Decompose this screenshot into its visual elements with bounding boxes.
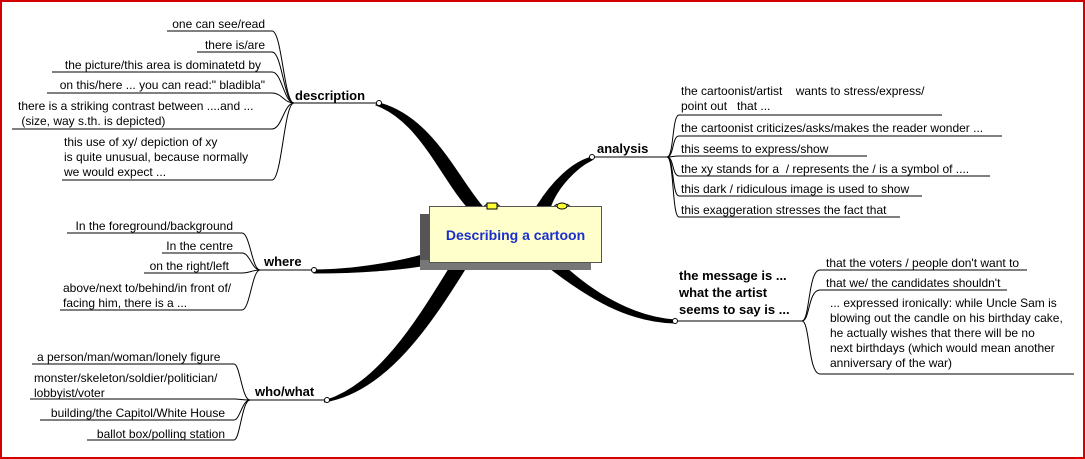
analysis-item[interactable]: this exaggeration stresses the fact that — [681, 203, 887, 217]
description-item[interactable]: on this/here ... you can read:" bladibla… — [59, 78, 265, 92]
trunk-description — [374, 102, 483, 213]
description-item[interactable]: there is/are — [204, 38, 265, 52]
who-what-connector — [233, 363, 251, 401]
branch-node — [311, 267, 317, 273]
branch-label-where[interactable]: where — [264, 254, 302, 269]
center-node-shadow-bottom — [420, 260, 591, 270]
message-item[interactable]: that we/ the candidates shouldn't — [826, 276, 1001, 290]
analysis-item[interactable]: the xy stands for a / represents the / i… — [681, 162, 970, 176]
analysis-item[interactable]: this seems to express/show — [681, 142, 829, 156]
who-what-item[interactable]: ballot box/polling station — [96, 427, 225, 441]
trunk-where — [313, 251, 433, 274]
center-node-shadow-side — [420, 214, 430, 269]
trunk-analysis — [536, 156, 593, 209]
where-item[interactable]: on the right/left — [149, 259, 229, 273]
center-title: Describing a cartoon — [445, 227, 586, 243]
description-connector — [271, 102, 295, 181]
description-connector — [271, 51, 295, 104]
who-what-item[interactable]: a person/man/woman/lonely figure — [37, 350, 221, 364]
where-connector — [241, 232, 261, 271]
analysis-item[interactable]: this dark / ridiculous image is used to … — [681, 182, 910, 196]
message-connector — [801, 269, 821, 322]
branch-label-description[interactable]: description — [295, 88, 366, 103]
trunk-who-what — [323, 263, 468, 403]
message-item[interactable]: ... expressed ironically: while Uncle Sa… — [830, 296, 1063, 370]
branch-label-message[interactable]: the message is ... what the artist seems… — [679, 268, 790, 317]
who-what-item[interactable]: monster/skeleton/soldier/politician/ lob… — [34, 371, 218, 400]
analysis-connector — [666, 156, 680, 218]
description-item[interactable]: this use of xy/ depiction of xy is quite… — [64, 135, 249, 179]
where-item[interactable]: above/next to/behind/in front of/ facing… — [63, 281, 232, 310]
analysis-item[interactable]: the cartoonist/artist wants to stress/ex… — [681, 84, 925, 113]
description-connector — [271, 92, 295, 104]
who-what-connector — [233, 399, 251, 441]
branch-label-who-what[interactable]: who/what — [255, 384, 315, 399]
where-connector — [241, 269, 261, 274]
description-item[interactable]: the picture/this area is dominatetd by — [64, 58, 261, 72]
where-connector — [241, 252, 261, 271]
where-connector — [241, 269, 261, 311]
message-connector — [801, 320, 821, 375]
message-connector — [801, 289, 821, 322]
who-what-item[interactable]: building/the Capitol/White House — [50, 406, 225, 420]
analysis-item[interactable]: the cartoonist criticizes/asks/makes the… — [681, 121, 984, 135]
analysis-connector — [666, 135, 680, 158]
branch-node — [376, 100, 382, 106]
center-node[interactable]: Describing a cartoon — [429, 206, 602, 263]
where-item[interactable]: In the foreground/background — [75, 219, 233, 233]
description-connector — [271, 71, 295, 104]
lightbulb-icon — [556, 202, 568, 210]
description-connector — [271, 30, 295, 104]
trunk-message — [545, 263, 676, 324]
description-item[interactable]: there is a striking contrast between ...… — [18, 99, 254, 128]
analysis-connector — [666, 114, 680, 158]
message-item[interactable]: that the voters / people don't want to — [826, 256, 1020, 270]
where-item[interactable]: In the centre — [166, 239, 233, 253]
branch-node — [672, 318, 678, 324]
description-item[interactable]: one can see/read — [172, 17, 265, 31]
branch-label-analysis[interactable]: analysis — [597, 141, 649, 156]
branch-node — [324, 397, 330, 403]
lightbulb-icon — [486, 202, 498, 210]
branch-node — [589, 154, 595, 160]
